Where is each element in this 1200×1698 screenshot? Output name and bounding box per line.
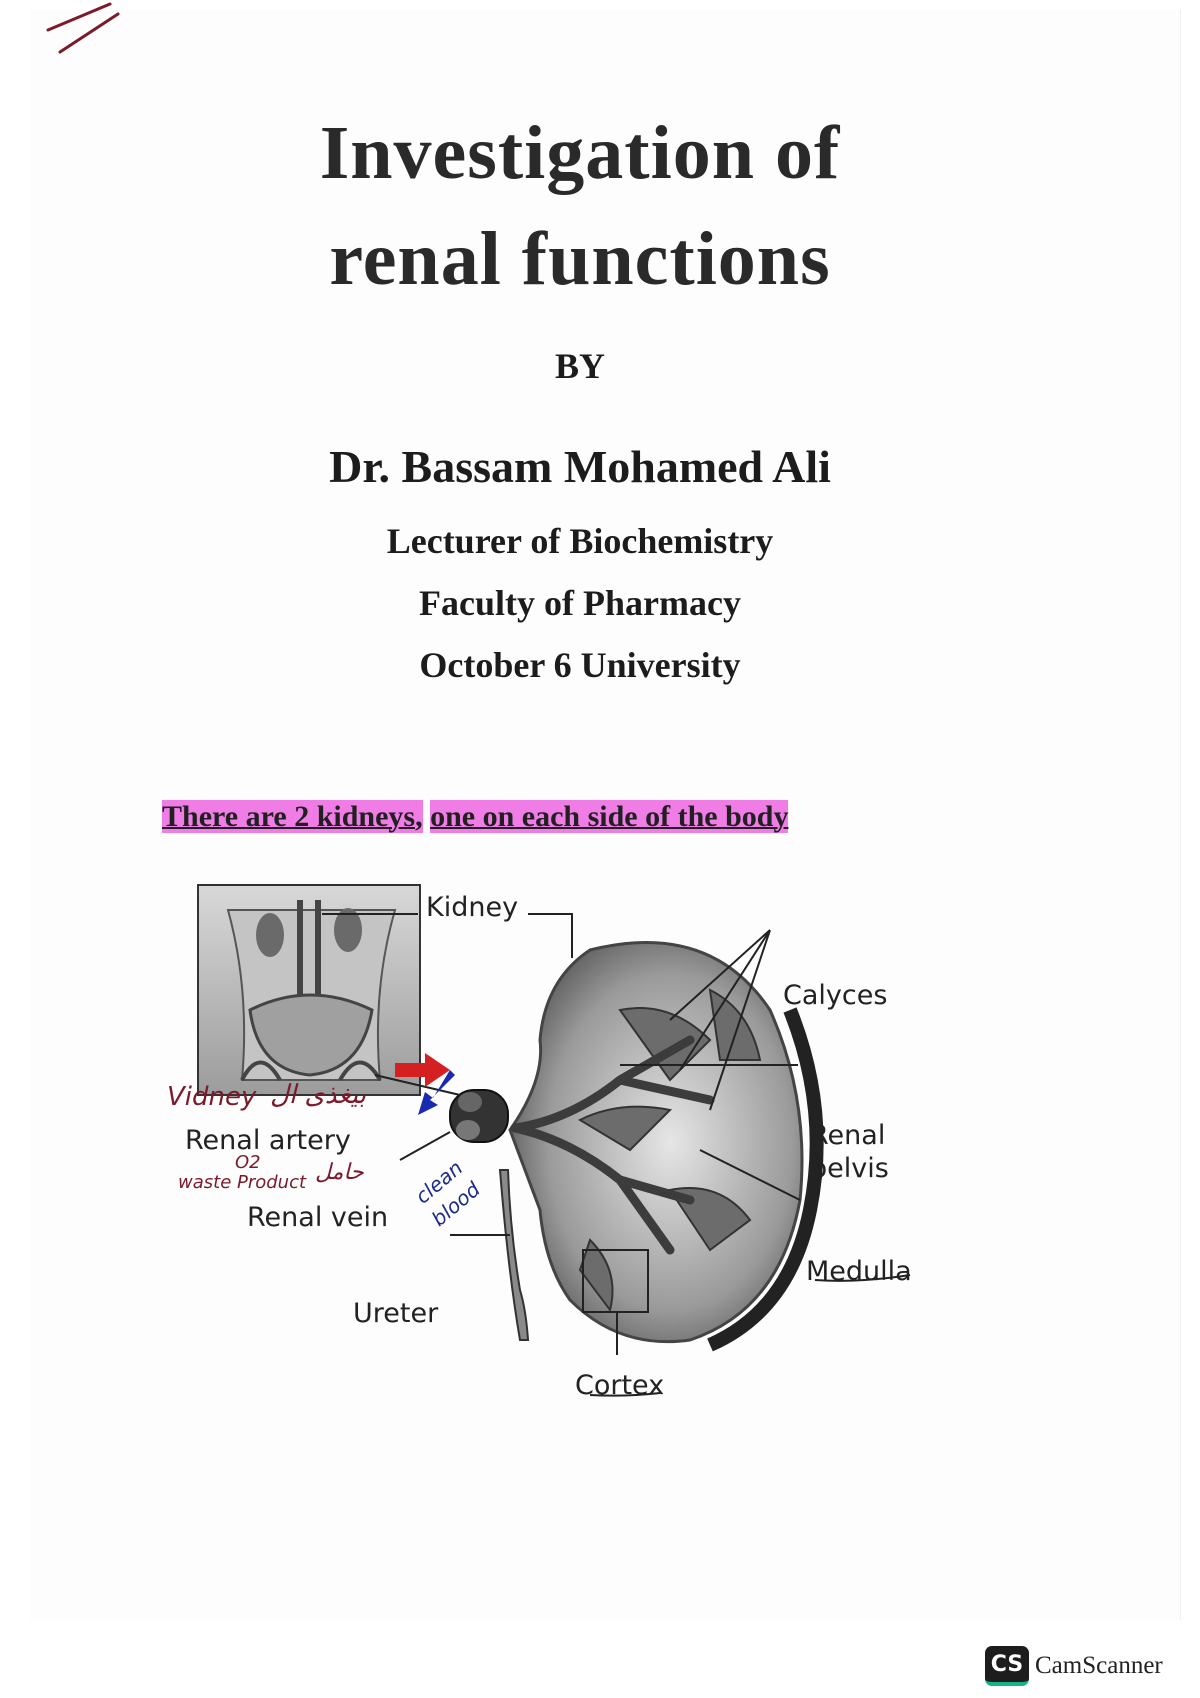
blue-arrow <box>418 1070 455 1115</box>
handwritten-kidney-note: Vidney <box>167 1082 257 1112</box>
label-cortex: Cortex <box>575 1370 665 1401</box>
author-name: Dr. Bassam Mohamed Ali <box>329 441 831 492</box>
label-kidney: Kidney <box>426 892 519 923</box>
label-medulla: Medulla <box>806 1256 912 1287</box>
camscanner-name: CamScanner <box>1035 1652 1163 1679</box>
title-line-1: Investigation of <box>319 111 841 195</box>
label-renal-pelvis-2: pelvis <box>810 1153 889 1184</box>
affiliation-faculty: Faculty of Pharmacy <box>419 583 741 623</box>
label-ureter: Ureter <box>353 1298 439 1329</box>
red-arrow <box>395 1053 450 1087</box>
kidney-anatomy-figure: Kidney Calyces Renal pelvis Renal artery… <box>150 870 1050 1470</box>
document-title: Investigation of renal functions <box>200 100 960 312</box>
highlighted-text-1: There are 2 kidneys, <box>162 800 423 833</box>
pen-slash-marks <box>46 2 120 54</box>
handwritten-arabic-feeds: بيغذى ال <box>270 1080 367 1110</box>
kidney-cross-section <box>449 941 824 1352</box>
kidney-statement: There are 2 kidneys, one on each side of… <box>162 800 789 834</box>
camscanner-logo: CS <box>985 1646 1029 1686</box>
title-line-2: renal functions <box>329 217 831 301</box>
label-renal-vein: Renal vein <box>247 1202 389 1233</box>
handwritten-o2: O2 <box>235 1152 261 1173</box>
handwritten-arabic-carrying: حامل <box>315 1160 364 1185</box>
body-inset-image <box>197 884 421 1096</box>
affiliation-position: Lecturer of Biochemistry <box>386 521 774 561</box>
camscanner-watermark: CS CamScanner <box>985 1645 1163 1687</box>
by-label: BY <box>554 346 605 386</box>
label-renal-pelvis-1: Renal <box>810 1120 886 1151</box>
label-calyces: Calyces <box>783 980 888 1011</box>
handwritten-waste-product: waste Product <box>178 1172 307 1193</box>
kidney-drawing <box>197 884 911 1397</box>
affiliation-university: October 6 University <box>419 645 741 685</box>
leader-lines <box>322 913 801 1355</box>
highlighted-text-2: one on each side of the body <box>430 800 789 833</box>
label-renal-artery: Renal artery <box>185 1125 351 1156</box>
